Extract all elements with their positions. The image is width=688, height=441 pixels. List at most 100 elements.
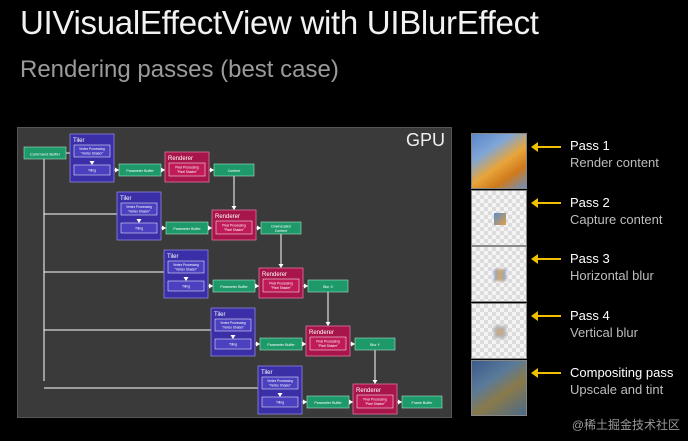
vertex-processing-label: Vertex Processing (220, 321, 246, 325)
output-to-next-renderer-arrow (372, 380, 378, 384)
pixel-processing-box (215, 220, 253, 235)
pixel-shader-label: "Pixel Shader" (365, 402, 385, 406)
pass1-arrow (531, 142, 561, 152)
pixel-shader-label: "Pixel Shader" (224, 228, 244, 232)
vertex-processing-box (214, 318, 252, 332)
parameter-buffer-label: Parameter Buffer (267, 343, 295, 347)
parameter-to-renderer-arrow (302, 341, 306, 347)
pixel-processing-box (262, 278, 300, 293)
vertex-to-tiling-arrow (136, 219, 142, 223)
output-to-next-renderer-arrow (231, 206, 237, 210)
pipeline-connectors (43, 152, 402, 403)
pixel-processing-label: Pixel Processing (175, 166, 199, 170)
pixel-processing-label: Pixel Processing (316, 340, 340, 344)
pass4-thumbnail (471, 303, 527, 359)
pass4-arrow (531, 311, 561, 321)
vertex-shader-label: "Vertex Shader" (175, 268, 197, 272)
output-buffer-label: Blur Y (370, 343, 380, 347)
tiling-to-parameter-arrow (115, 167, 119, 173)
tiling-to-parameter-arrow (209, 283, 213, 289)
tiling-label: Tiling (276, 401, 284, 405)
output-buffer-label: Blur X (323, 285, 333, 289)
tiler-label: Tiler (73, 138, 84, 144)
vertex-processing-box (167, 260, 205, 274)
compositing-thumbnail (471, 360, 527, 416)
pixel-processing-label: Pixel Processing (222, 224, 246, 228)
tiler-label: Tiler (214, 312, 225, 318)
vertex-processing-label: Vertex Processing (126, 205, 152, 209)
pass2-name: Pass 2 (570, 195, 610, 210)
tiler-label: Tiler (261, 370, 272, 376)
pass3-name: Pass 3 (570, 251, 610, 266)
vertex-to-tiling-arrow (277, 393, 283, 397)
parameter-buffer-label: Parameter Buffer (126, 169, 154, 173)
pass1-thumbnail (471, 133, 527, 189)
pass4-name: Pass 4 (570, 308, 610, 323)
output-buffer-label: Content (228, 169, 241, 173)
renderer-label: Renderer (168, 156, 193, 162)
renderer-to-output-arrow (257, 225, 261, 231)
vertex-processing-box (120, 202, 158, 216)
vertex-shader-label: "Vertex Shader" (222, 326, 244, 330)
renderer-to-output-arrow (398, 399, 402, 405)
vertex-shader-label: "Vertex Shader" (269, 384, 291, 388)
renderer-to-output-arrow (210, 167, 214, 173)
pass2-desc: Capture content (570, 212, 663, 227)
pass1-desc: Render content (570, 155, 659, 170)
vertex-to-tiling-arrow (183, 277, 189, 281)
tiling-to-parameter-arrow (162, 225, 166, 231)
compositing-arrow (531, 368, 561, 378)
vertex-processing-label: Vertex Processing (173, 263, 199, 267)
parameter-to-renderer-arrow (161, 167, 165, 173)
parameter-buffer-label: Parameter Buffer (314, 401, 342, 405)
command-buffer-label: Command Buffer (30, 152, 61, 157)
pixel-shader-label: "Pixel Shader" (271, 286, 291, 290)
tiling-to-parameter-arrow (303, 399, 307, 405)
vertex-shader-label: "Vertex Shader" (128, 210, 150, 214)
renderer-label: Renderer (309, 330, 334, 336)
parameter-buffer-label: Parameter Buffer (173, 227, 201, 231)
output-buffer-label: Downscaled (271, 225, 291, 229)
gpu-label: GPU (405, 130, 445, 150)
pixel-processing-box (309, 336, 347, 351)
pass3-desc: Horizontal blur (570, 268, 654, 283)
tiling-to-parameter-arrow (256, 341, 260, 347)
pass3-thumbnail (471, 246, 527, 302)
vertex-processing-box (261, 376, 299, 390)
parameter-to-renderer-arrow (349, 399, 353, 405)
pixel-shader-label: "Pixel Shader" (318, 344, 338, 348)
output-buffer-label-2: Content (275, 229, 288, 233)
parameter-to-renderer-arrow (208, 225, 212, 231)
command-buffer-box (23, 146, 67, 160)
renderer-to-output-arrow (351, 341, 355, 347)
parameter-buffer-label: Parameter Buffer (220, 285, 248, 289)
tiling-label: Tiling (88, 169, 96, 173)
pixel-processing-box (356, 394, 394, 409)
output-to-next-renderer-arrow (325, 322, 331, 326)
renderer-label: Renderer (262, 272, 287, 278)
pixel-processing-label: Pixel Processing (363, 398, 387, 402)
pass2-arrow (531, 198, 561, 208)
pass3-arrow (531, 254, 561, 264)
vertex-to-tiling-arrow (230, 335, 236, 339)
output-to-next-renderer-arrow (278, 264, 284, 268)
pixel-processing-label: Pixel Processing (269, 282, 293, 286)
vertex-to-tiling-arrow (89, 161, 95, 165)
parameter-to-renderer-arrow (255, 283, 259, 289)
renderer-label: Renderer (356, 388, 381, 394)
vertex-processing-box (73, 144, 111, 158)
pass4-desc: Vertical blur (570, 325, 638, 340)
tiler-label: Tiler (167, 254, 178, 260)
tiling-label: Tiling (182, 285, 190, 289)
pixel-shader-label: "Pixel Shader" (177, 170, 197, 174)
compositing-desc: Upscale and tint (570, 382, 664, 397)
pass2-thumbnail (471, 190, 527, 246)
vertex-processing-label: Vertex Processing (79, 147, 105, 151)
vertex-shader-label: "Vertex Shader" (81, 152, 103, 156)
slide-subtitle: Rendering passes (best case) (20, 56, 339, 83)
pixel-processing-box (168, 162, 206, 177)
tiling-label: Tiling (135, 227, 143, 231)
output-buffer-label: Frame Buffer (412, 401, 434, 405)
